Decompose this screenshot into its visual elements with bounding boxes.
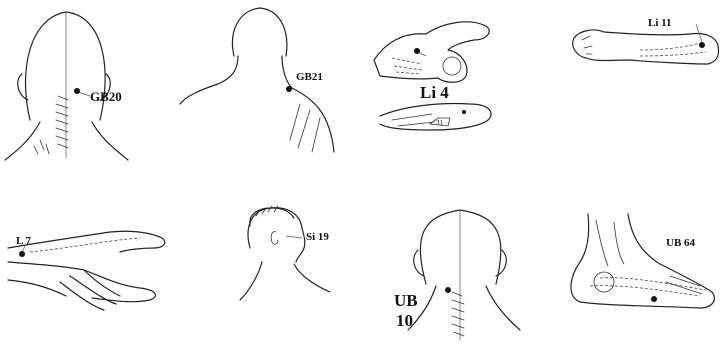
gb21-label: GB21: [296, 72, 323, 83]
muscle-hatching: [34, 140, 49, 154]
figure-head-back-ub10: [408, 210, 520, 340]
gb21-point: [286, 86, 292, 92]
gb20-point: [74, 88, 80, 94]
muscle-hatching: [290, 104, 320, 152]
neck-left: [5, 122, 40, 160]
finger-lines: [60, 270, 120, 310]
ankle-bone: [594, 272, 614, 292]
head-outline: [420, 210, 500, 284]
wrist-lower-contour: [8, 280, 66, 296]
arm-bone-lines: [640, 42, 706, 56]
arm-outline: [573, 30, 719, 64]
figure-arm-li11: [573, 24, 719, 64]
thumb-tip: [443, 57, 461, 75]
hand-outline: [374, 22, 489, 82]
foot-outline: [571, 214, 714, 308]
li4-point: [414, 48, 420, 54]
ub64-point: [651, 296, 657, 302]
gb20-label: GB20: [90, 90, 122, 103]
hand-lower-fingers: [392, 114, 434, 126]
gb20-leader: [78, 92, 90, 96]
ub10-label-line2: 10: [396, 312, 413, 329]
ub10-label-line1: UB: [394, 292, 418, 309]
neck-outline: [408, 286, 520, 330]
toe-lines: [666, 276, 702, 294]
li11-point: [699, 42, 705, 48]
hand-lower-point: [462, 110, 466, 114]
figure-wrist-l7: [8, 231, 165, 310]
neck-right: [92, 122, 128, 160]
lower-arm-line: [8, 262, 155, 302]
figure-foot-ub64: [571, 214, 714, 308]
si19-label: Si 19: [306, 232, 329, 243]
hand-marker-number: 31: [436, 120, 443, 127]
si19-leader: [286, 236, 302, 238]
head-outline: [232, 8, 286, 56]
figure-head-side-si19: [240, 206, 330, 300]
ear: [271, 232, 278, 245]
bone-lines: [590, 278, 706, 296]
li11-label: Li 11: [648, 18, 672, 29]
l7-label: L 7: [16, 236, 31, 247]
hair-line: [250, 208, 294, 226]
tendon-lines: [596, 220, 624, 266]
figure-hand-li4: [374, 22, 491, 130]
fist-fingers: [582, 36, 592, 54]
shoulder-left: [180, 56, 238, 104]
figure-head-back-gb20: [5, 12, 128, 160]
meridian-line: [30, 238, 140, 252]
bone-lines: [392, 58, 422, 74]
neck-shoulders: [240, 262, 330, 300]
ub64-label: UB 64: [666, 238, 695, 249]
spine-vertebrae: [452, 292, 464, 336]
l7-point: [19, 251, 25, 257]
upper-arm-line: [8, 231, 165, 252]
ub10-point: [445, 287, 451, 293]
li4-label: Li 4: [420, 84, 449, 101]
